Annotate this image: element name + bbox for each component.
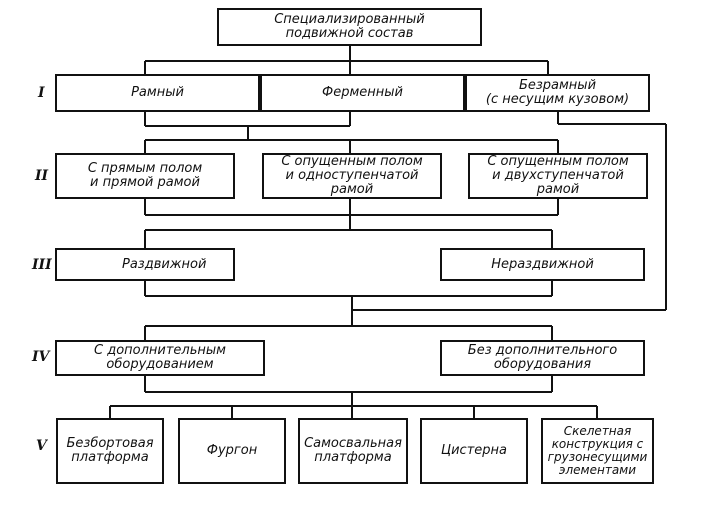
box-with-equipment: С дополнительным оборудованием bbox=[55, 340, 265, 376]
box-without-equipment: Без дополнительного оборудования bbox=[440, 340, 645, 376]
box-flatbed: Безбортовая платформа bbox=[56, 418, 164, 484]
box-extendable: Раздвижной bbox=[55, 248, 235, 281]
box-with-equipment-text: С дополнительным оборудованием bbox=[94, 343, 226, 372]
box-without-equipment-text: Без дополнительного оборудования bbox=[467, 343, 618, 372]
box-skeletal-text: Скелетная конструкция с грузонесущими эл… bbox=[547, 424, 648, 477]
box-tank-text: Цистерна bbox=[441, 443, 507, 458]
box-dump-platform: Самосвальная платформа bbox=[298, 418, 408, 484]
level-label-2: II bbox=[35, 168, 49, 184]
title-text: Специализированный подвижной состав bbox=[274, 12, 425, 41]
level-label-3: III bbox=[32, 257, 52, 273]
box-frameless-text: Безрамный (с несущим кузовом) bbox=[485, 78, 630, 107]
box-flatbed-text: Безбортовая платформа bbox=[66, 436, 154, 465]
box-lowered-two-step-text: С опущенным полом и двухступенчатой рамо… bbox=[487, 154, 629, 197]
box-lowered-two-step: С опущенным полом и двухступенчатой рамо… bbox=[468, 153, 648, 199]
level-label-5: V bbox=[36, 438, 47, 454]
box-frame: Рамный bbox=[55, 74, 260, 112]
box-van-text: Фургон bbox=[206, 443, 258, 458]
level-label-4: IV bbox=[32, 349, 50, 365]
title-box: Специализированный подвижной состав bbox=[217, 8, 482, 46]
box-straight-floor-text: С прямым полом и прямой рамой bbox=[87, 161, 203, 190]
box-frame-text: Рамный bbox=[131, 85, 184, 100]
box-truss-text: Ферменный bbox=[322, 85, 403, 100]
box-extendable-text: Раздвижной bbox=[122, 256, 207, 272]
box-lowered-one-step: С опущенным полом и одноступенчатой рамо… bbox=[262, 153, 442, 199]
box-lowered-one-step-text: С опущенным полом и одноступенчатой рамо… bbox=[281, 154, 423, 197]
box-tank: Цистерна bbox=[420, 418, 528, 484]
box-dump-platform-text: Самосвальная платформа bbox=[304, 436, 402, 465]
box-non-extendable-text: Нераздвижной bbox=[491, 256, 594, 272]
box-straight-floor: С прямым полом и прямой рамой bbox=[55, 153, 235, 199]
box-skeletal: Скелетная конструкция с грузонесущими эл… bbox=[541, 418, 654, 484]
box-van: Фургон bbox=[178, 418, 286, 484]
box-non-extendable: Нераздвижной bbox=[440, 248, 645, 281]
box-frameless: Безрамный (с несущим кузовом) bbox=[465, 74, 650, 112]
level-label-1: I bbox=[38, 85, 45, 101]
box-truss: Ферменный bbox=[260, 74, 465, 112]
